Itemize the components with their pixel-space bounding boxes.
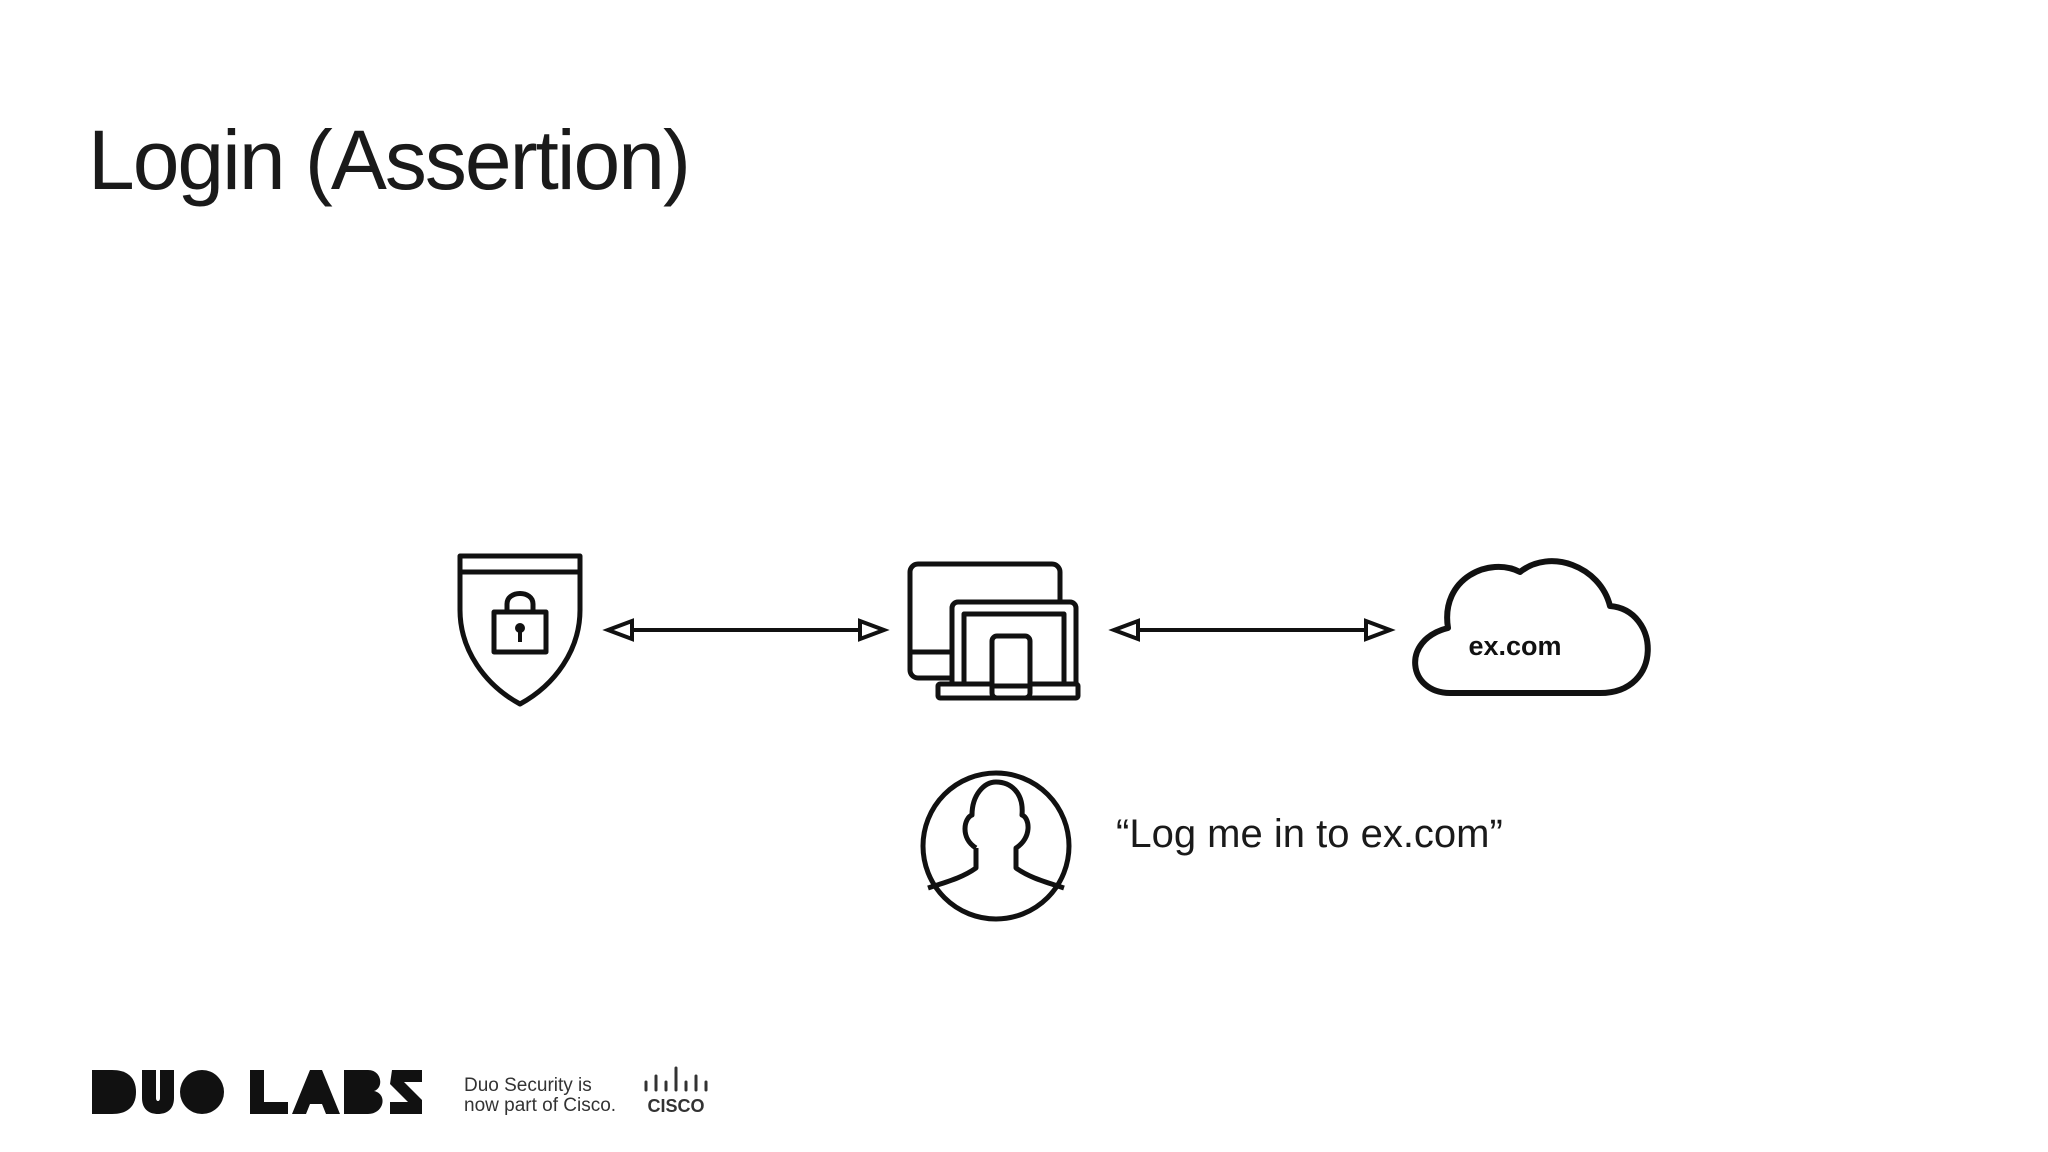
footer-note-line-1: Duo Security is [464, 1075, 592, 1096]
user-quote: “Log me in to ex.com” [1116, 812, 1503, 856]
slide-title: Login (Assertion) [88, 113, 691, 207]
user-icon [920, 770, 1072, 922]
footer-note-line-2: now part of Cisco. [464, 1095, 617, 1116]
cisco-logo: CISCO [644, 1066, 708, 1116]
bidirectional-arrow-2 [1108, 618, 1396, 642]
devices-icon [907, 561, 1081, 701]
cloud-label: ex.com [1468, 631, 1561, 661]
bidirectional-arrow-1 [602, 618, 890, 642]
shield-lock-icon [457, 553, 583, 707]
cloud-icon: ex.com [1412, 558, 1651, 696]
duo-labs-logo [92, 1070, 422, 1114]
svg-text:CISCO: CISCO [647, 1096, 704, 1116]
footer-note: Duo Security is now part of Cisco. [464, 1076, 616, 1116]
